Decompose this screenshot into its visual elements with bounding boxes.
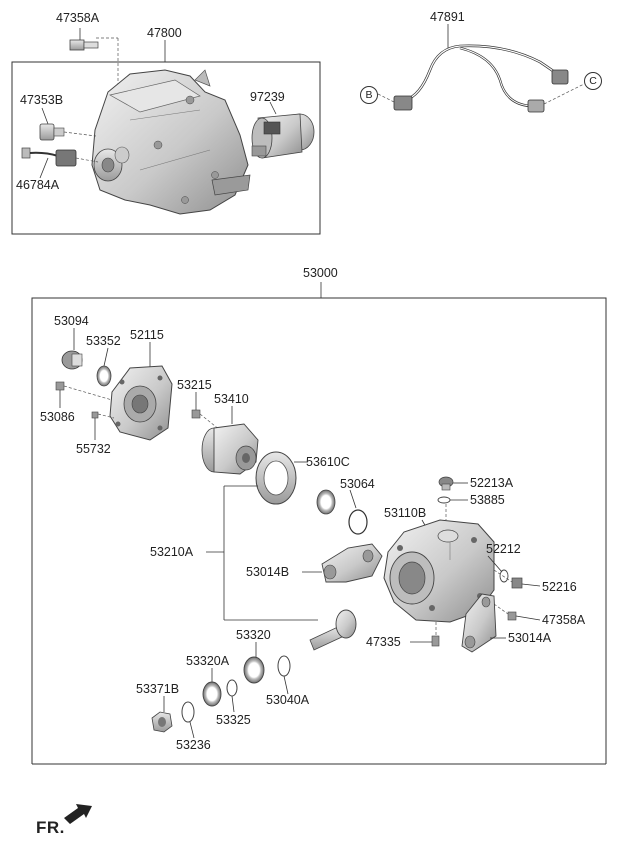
label-53014a[interactable]: 53014A	[508, 631, 552, 645]
harness-46784a	[21, 147, 99, 179]
group-box-47800	[11, 61, 321, 235]
connector-b-marker[interactable]: B	[360, 86, 378, 104]
label-52212[interactable]: 52212	[486, 542, 521, 556]
carrier-housing-53110b	[383, 519, 495, 623]
label-53064[interactable]: 53064	[340, 477, 375, 491]
bearing-53320	[243, 642, 265, 684]
label-46784a[interactable]: 46784A	[16, 178, 60, 192]
seal-53352	[96, 347, 112, 387]
label-53352[interactable]: 53352	[86, 334, 121, 348]
label-53236[interactable]: 53236	[176, 738, 211, 752]
label-53210a[interactable]: 53210A	[150, 545, 194, 559]
label-47891[interactable]: 47891	[430, 10, 465, 24]
pinion-shaft	[309, 609, 357, 651]
label-52115[interactable]: 52115	[130, 328, 164, 342]
label-53410[interactable]: 53410	[214, 392, 249, 406]
transfer-case-housing	[91, 69, 251, 215]
wire-harness-47891	[377, 44, 585, 113]
label-53110b[interactable]: 53110B	[384, 506, 427, 520]
label-53885[interactable]: 53885	[470, 493, 505, 507]
mount-53014a	[461, 593, 506, 653]
plug-52216	[487, 555, 541, 589]
label-53325[interactable]: 53325	[216, 713, 251, 727]
label-55732[interactable]: 55732	[76, 442, 111, 456]
bearing-53064	[316, 489, 368, 535]
nut-53371b	[151, 696, 173, 733]
ring-53236	[181, 701, 195, 739]
label-47335[interactable]: 47335	[366, 635, 401, 649]
bearing-53320a	[202, 668, 222, 707]
label-53320a[interactable]: 53320A	[186, 654, 230, 668]
cap-53094	[61, 328, 83, 370]
plug-52213a	[437, 476, 468, 520]
label-53610c[interactable]: 53610C	[306, 455, 350, 469]
label-53014b[interactable]: 53014B	[246, 565, 290, 579]
bolt-53086	[55, 381, 113, 408]
label-47358a-top[interactable]: 47358A	[56, 11, 100, 25]
bolt-47358a-main	[493, 603, 541, 621]
bolt-47335	[410, 622, 440, 647]
group-box-53000	[31, 297, 607, 764]
ring-53040a	[277, 655, 291, 695]
actuator-97239	[251, 101, 315, 159]
differential-case-53410	[201, 406, 259, 475]
label-53371b[interactable]: 53371B	[136, 682, 180, 696]
label-53320[interactable]: 53320	[236, 628, 271, 642]
label-53040a[interactable]: 53040A	[266, 693, 310, 707]
ring-gear-53610c	[255, 451, 308, 505]
bolt-47358a-top	[69, 39, 99, 51]
label-97239[interactable]: 97239	[250, 90, 285, 104]
bracket-53210a	[206, 485, 318, 621]
front-arrow-icon	[64, 804, 92, 824]
label-53094[interactable]: 53094	[54, 314, 89, 328]
label-47353b[interactable]: 47353B	[20, 93, 64, 107]
label-53086[interactable]: 53086	[40, 410, 75, 424]
cover-52115	[109, 342, 173, 441]
spacer-53325	[226, 679, 238, 713]
connector-c-marker[interactable]: C	[584, 72, 602, 90]
pin-55732	[91, 411, 115, 440]
label-52213a[interactable]: 52213A	[470, 476, 514, 490]
label-47800[interactable]: 47800	[147, 26, 182, 40]
label-52216[interactable]: 52216	[542, 580, 577, 594]
sensor-47353b	[39, 107, 97, 141]
front-direction-label: FR.	[36, 818, 65, 837]
label-53215[interactable]: 53215	[177, 378, 212, 392]
label-53000[interactable]: 53000	[303, 266, 338, 280]
mount-53014b	[302, 543, 383, 583]
label-47358a-main[interactable]: 47358A	[542, 613, 586, 627]
